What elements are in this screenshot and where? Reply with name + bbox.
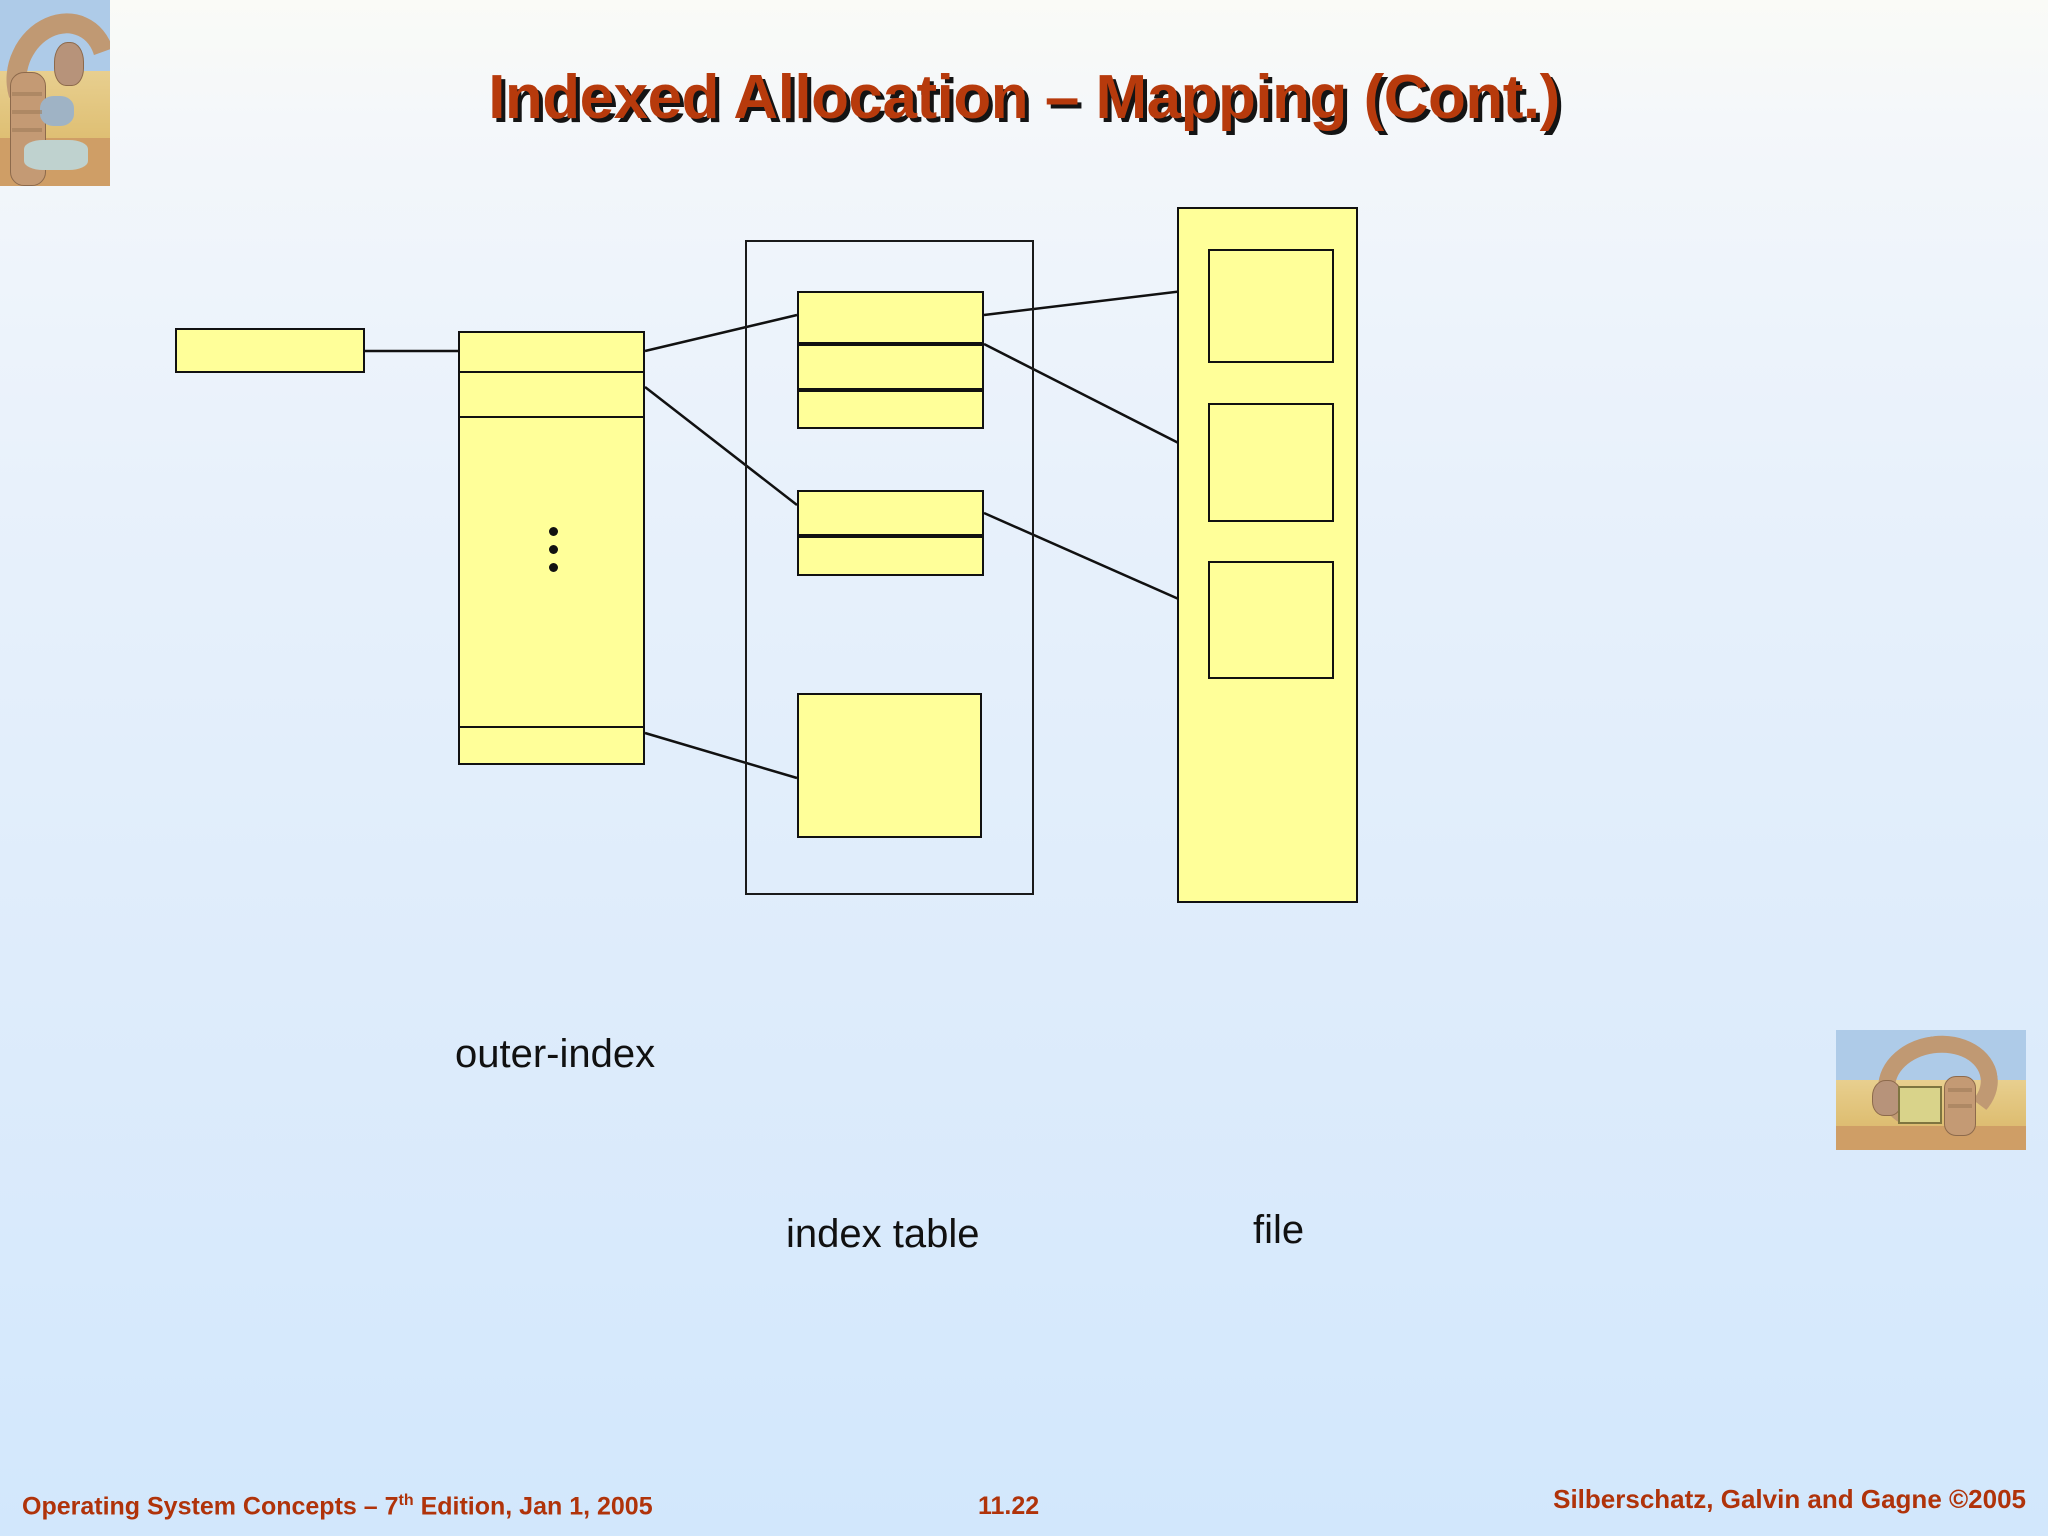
connector-line bbox=[983, 286, 1209, 317]
ellipsis-dot bbox=[549, 527, 558, 536]
file-label: file bbox=[1253, 1208, 1305, 1252]
outer-index-divider bbox=[458, 371, 645, 373]
logo-egg bbox=[40, 96, 74, 126]
index-table-frame bbox=[745, 240, 1034, 895]
index-table-entry bbox=[797, 344, 984, 390]
worm-head bbox=[1872, 1080, 1902, 1116]
index-table-entry bbox=[797, 291, 984, 344]
index-table-label: index table bbox=[786, 1212, 980, 1256]
file-block bbox=[1208, 249, 1334, 363]
worm-segment bbox=[12, 110, 42, 114]
outer-index-label: outer-index bbox=[455, 1032, 656, 1076]
index-table-entry bbox=[797, 536, 984, 576]
outer-index-divider bbox=[458, 726, 645, 728]
file-block bbox=[1208, 403, 1334, 522]
worm-segment bbox=[1948, 1104, 1972, 1108]
logo-crate bbox=[1898, 1086, 1942, 1124]
worm-segment bbox=[12, 92, 42, 96]
file-block bbox=[1208, 561, 1334, 679]
worm-head bbox=[54, 42, 84, 86]
worm-segment bbox=[1948, 1088, 1972, 1092]
footer-left: Operating System Concepts – 7th Edition,… bbox=[22, 1492, 653, 1521]
ellipsis-dot bbox=[549, 545, 558, 554]
logo-sand-foreground bbox=[1836, 1126, 2026, 1150]
footer-left-prefix: Operating System Concepts – 7 bbox=[22, 1492, 399, 1521]
index-table-entry bbox=[797, 693, 982, 838]
pointer-box bbox=[175, 328, 365, 373]
slide-title: Indexed Allocation – Mapping (Cont.) bbox=[488, 63, 1560, 132]
connector-line bbox=[644, 313, 798, 353]
footer-right: Silberschatz, Galvin and Gagne ©2005 bbox=[1553, 1484, 2026, 1514]
logo-nest bbox=[24, 140, 88, 170]
outer-index-divider bbox=[458, 416, 645, 418]
connector-line bbox=[983, 511, 1209, 614]
footer-left-suffix: Edition, Jan 1, 2005 bbox=[413, 1492, 653, 1521]
index-table-entry bbox=[797, 490, 984, 536]
ellipsis-dot bbox=[549, 563, 558, 572]
index-table-entry bbox=[797, 390, 984, 429]
logo-top-left bbox=[0, 0, 110, 186]
connector-line bbox=[644, 731, 798, 780]
footer-left-superscript: th bbox=[398, 1492, 414, 1509]
connector-line bbox=[644, 386, 798, 506]
logo-bottom-right bbox=[1836, 1030, 2026, 1150]
connector-line bbox=[983, 342, 1209, 460]
worm-segment bbox=[12, 128, 42, 132]
page-number: 11.22 bbox=[978, 1492, 1040, 1520]
